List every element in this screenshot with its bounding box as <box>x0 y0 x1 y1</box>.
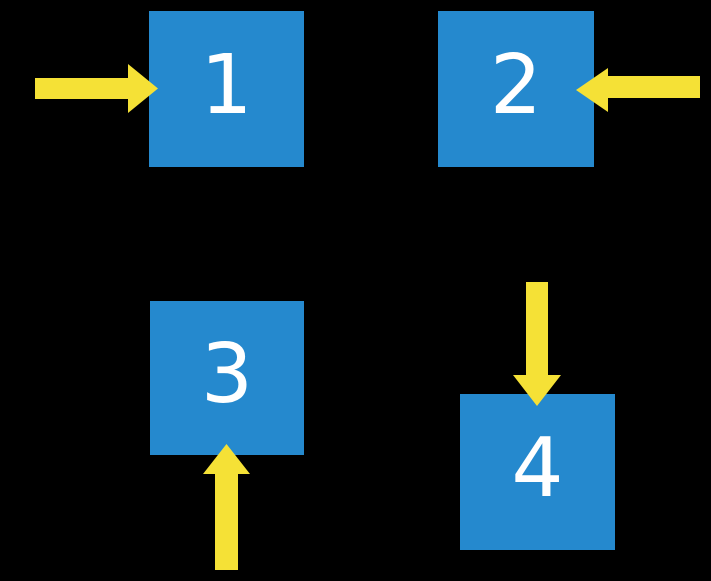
box-2-label: 2 <box>489 38 543 133</box>
arrow-right-icon <box>35 64 158 113</box>
box-1-label: 1 <box>200 38 253 133</box>
arrow-down-icon <box>513 282 561 406</box>
box-3-label: 3 <box>200 327 254 422</box>
box-1[interactable]: 1 <box>149 11 304 167</box>
arrow-left-icon <box>576 68 700 112</box>
arrow-up-icon <box>203 444 250 570</box>
box-4[interactable]: 4 <box>460 394 615 550</box>
box-3[interactable]: 3 <box>150 301 304 455</box>
box-2[interactable]: 2 <box>438 11 594 167</box>
box-4-label: 4 <box>511 421 564 516</box>
